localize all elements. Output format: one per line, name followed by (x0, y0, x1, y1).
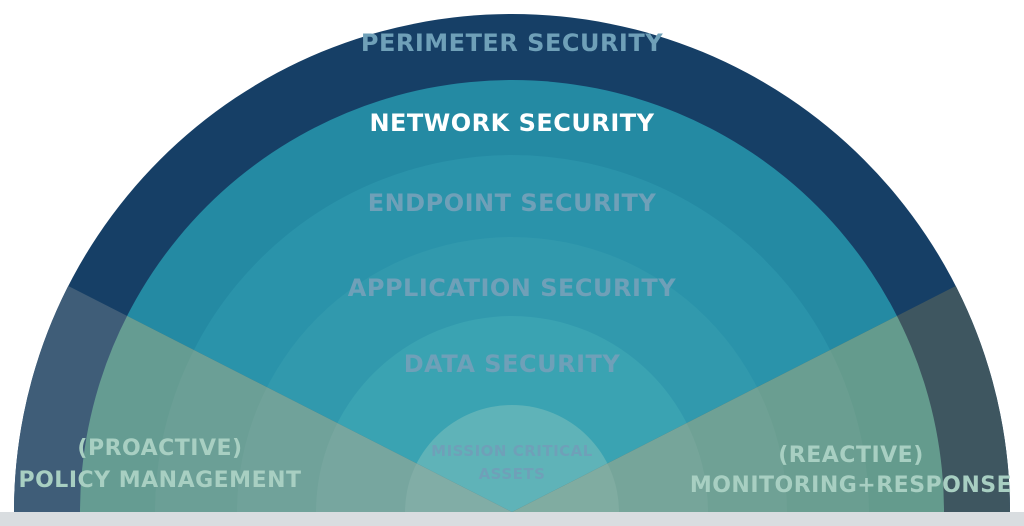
assets-label: ASSETS (479, 465, 546, 483)
network-security-label: NETWORK SECURITY (369, 109, 654, 137)
endpoint-security-label: ENDPOINT SECURITY (368, 189, 657, 217)
data-security-label: DATA SECURITY (404, 350, 621, 378)
reactive-wedge-inner (512, 241, 944, 512)
application-security-label: APPLICATION SECURITY (348, 274, 677, 302)
reactive-label: (REACTIVE) (778, 443, 924, 468)
floor-strip (0, 512, 1024, 526)
perimeter-security-label: PERIMETER SECURITY (361, 29, 663, 57)
proactive-wedge-inner (80, 241, 512, 512)
policy-management-label: POLICY MANAGEMENT (18, 468, 301, 493)
proactive-label: (PROACTIVE) (77, 436, 242, 461)
mission-critical-label: MISSION CRITICAL (431, 442, 593, 460)
monitoring-response-label: MONITORING+RESPONSE (690, 473, 1012, 498)
